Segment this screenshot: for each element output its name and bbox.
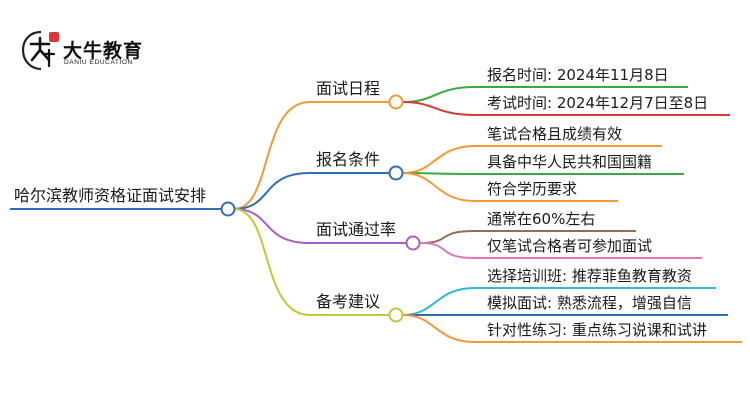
leaf-label: 通常在60%左右 bbox=[487, 210, 596, 228]
branch-label: 备考建议 bbox=[316, 292, 381, 311]
leaf-label: 考试时间: 2024年12月7日至8日 bbox=[487, 94, 709, 112]
branch-node bbox=[388, 94, 404, 110]
leaf-label: 笔试合格且成绩有效 bbox=[487, 125, 623, 143]
leaf-connector bbox=[402, 314, 476, 343]
branch-node bbox=[388, 165, 404, 181]
leaf-connector bbox=[402, 287, 476, 316]
branch-node bbox=[388, 307, 404, 323]
leaf-label: 针对性练习: 重点练习说课和试讲 bbox=[487, 321, 707, 339]
brand-logo: 大牛教育 DANIU EDUCATION bbox=[20, 28, 150, 72]
leaf-label: 符合学历要求 bbox=[487, 180, 578, 198]
leaf-label: 具备中华人民共和国国籍 bbox=[487, 153, 653, 171]
leaf-label: 选择培训班: 推荐菲鱼教育教资 bbox=[487, 267, 692, 285]
branch-connector bbox=[233, 172, 311, 210]
leaf-label: 模拟面试: 熟悉流程，增强自信 bbox=[487, 294, 692, 312]
leaf-connector bbox=[402, 172, 476, 202]
brand-name: 大牛教育 bbox=[63, 40, 144, 62]
branch-label: 报名条件 bbox=[316, 150, 381, 169]
leaf-connector bbox=[402, 101, 476, 116]
brand-subtitle: DANIU EDUCATION bbox=[64, 59, 133, 66]
root-label: 哈尔滨教师资格证面试安排 bbox=[14, 186, 207, 205]
branch-label: 面试日程 bbox=[316, 79, 381, 98]
branch-label: 面试通过率 bbox=[316, 220, 397, 239]
leaf-connector bbox=[402, 145, 476, 174]
branch-node bbox=[405, 235, 421, 251]
leaf-connector bbox=[419, 230, 476, 244]
leaf-connector bbox=[419, 242, 476, 259]
leaf-connector bbox=[402, 86, 476, 103]
leaf-label: 仅笔试合格者可参加面试 bbox=[487, 237, 653, 255]
leaf-label: 报名时间: 2024年11月8日 bbox=[487, 66, 669, 84]
branch-connector bbox=[233, 208, 311, 316]
root-node bbox=[220, 201, 236, 217]
daniu-logo-icon bbox=[21, 30, 59, 71]
branch-connector bbox=[233, 208, 311, 244]
branch-connector bbox=[233, 101, 311, 210]
